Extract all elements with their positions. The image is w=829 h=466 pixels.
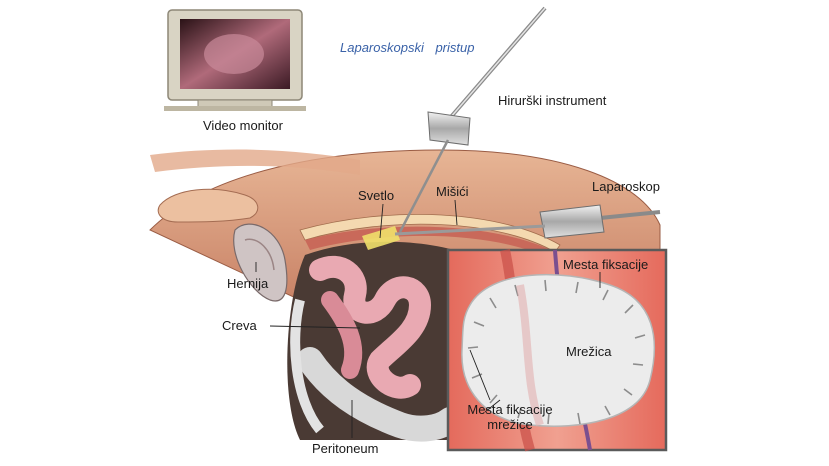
cavity-graphic bbox=[287, 241, 470, 442]
video-monitor-graphic bbox=[164, 9, 306, 111]
diagram-title: Laparoskopski pristup bbox=[340, 40, 475, 55]
label-surgical-instrument: Hirurški instrument bbox=[498, 93, 607, 108]
label-mesh: Mrežica bbox=[566, 344, 612, 359]
label-hernia: Hernija bbox=[227, 276, 269, 291]
label-mesh-fixation-sites: Mesta fiksacije mrežice bbox=[452, 402, 568, 432]
label-mesh-fixation-line1: Mesta fiksacije bbox=[467, 402, 553, 417]
label-fixation-sites: Mesta fiksacije bbox=[563, 257, 649, 272]
label-muscles: Mišići bbox=[436, 184, 469, 199]
label-peritoneum: Peritoneum bbox=[312, 441, 379, 456]
label-laparoscope: Laparoskop bbox=[592, 179, 660, 194]
label-intestines: Creva bbox=[222, 318, 257, 333]
light-graphic bbox=[362, 226, 400, 250]
label-light: Svetlo bbox=[358, 188, 395, 203]
mesh-inset-graphic bbox=[446, 248, 668, 452]
label-mesh-fixation-line2: mrežice bbox=[487, 417, 533, 432]
laparoscope-graphic bbox=[394, 204, 661, 239]
hernia-graphic bbox=[233, 223, 288, 302]
surgical-instrument-graphic bbox=[398, 6, 547, 233]
label-video-monitor: Video monitor bbox=[203, 118, 283, 133]
leader-lines bbox=[255, 199, 601, 438]
